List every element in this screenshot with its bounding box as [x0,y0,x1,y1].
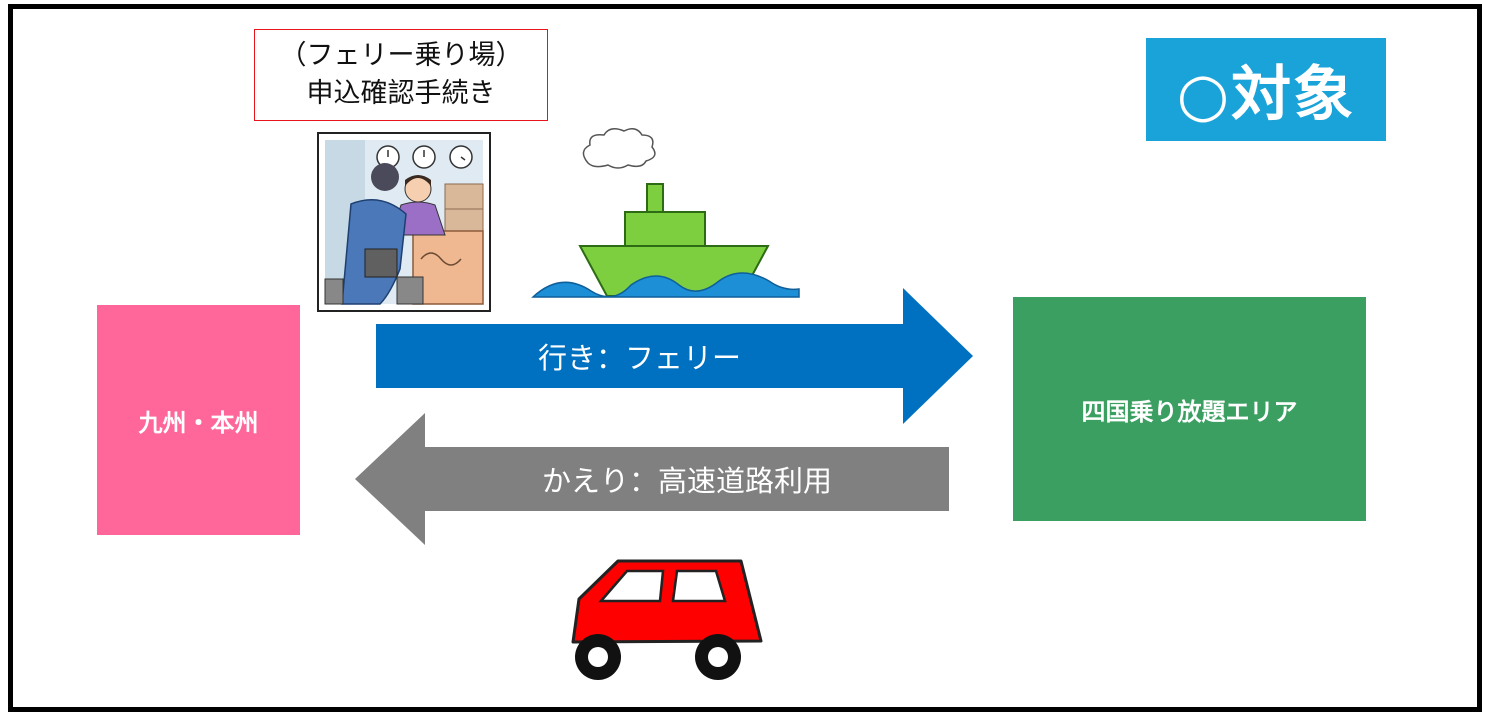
target-badge: ○対象 [1146,38,1386,141]
outbound-arrow [376,288,973,424]
target-badge-label: ○対象 [1176,60,1356,130]
return-arrow [355,413,949,545]
ferry-terminal-callout: （フェリー乗り場） 申込確認手続き [254,29,548,121]
outbound-arrow-label: 行き：フェリー [537,341,741,375]
car-icon [571,559,763,680]
region-shikoku-area: 四国乗り放題エリア [1013,297,1366,521]
region-right-label: 四国乗り放題エリア [1081,397,1298,426]
callout-line-1: （フェリー乗り場） [279,40,523,71]
diagram-frame: （フェリー乗り場） 申込確認手続き ○対象 [8,4,1482,712]
return-arrow-label: かえり：高速道路利用 [541,464,832,498]
ferry-counter-illustration [317,132,491,312]
diagram-graphics [317,128,973,680]
region-kyushu-honshu: 九州・本州 [97,305,300,535]
callout-line-2: 申込確認手続き [306,78,496,109]
ferry-icon [531,128,800,298]
region-left-label: 九州・本州 [138,408,259,437]
